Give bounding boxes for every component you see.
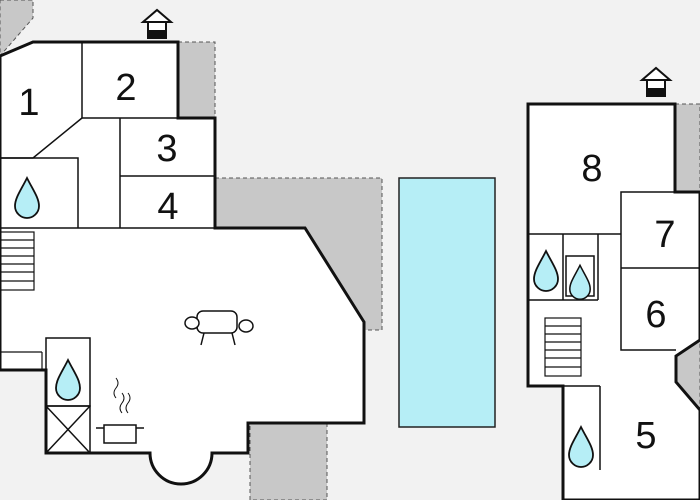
right-unit-interior-walls [528,191,700,470]
sofa-icon [184,310,254,346]
water-drop-icon [533,248,559,292]
room-7-label: 7 [654,214,675,256]
terrace-right-top [674,103,700,193]
left-unit [0,8,366,486]
room-6-label: 6 [645,294,666,336]
right-unit-outline [526,102,700,500]
left-unit-outline [0,40,366,486]
water-drop-icon [14,175,40,219]
house-entrance-icon [639,66,673,97]
left-unit-interior-walls [0,42,215,229]
water-drop-icon [568,424,594,468]
terrace-right-of-living [214,177,383,331]
terrace-top-middle [177,41,216,119]
terrace-top-left [0,0,34,57]
room-3-label: 3 [156,128,177,170]
room-labels: 1 2 3 4 5 6 7 8 [18,67,675,457]
terrace-bottom-middle [249,422,328,500]
stairs-icon [0,231,35,291]
water-drop-icon [55,357,81,401]
stairs-icon [544,317,582,377]
terrace-right-middle [675,339,700,411]
room-1-label: 1 [18,82,39,124]
storage-crossed-box [45,405,91,454]
room-2-label: 2 [115,67,136,109]
left-entrance-passage [0,351,43,371]
right-unit [526,66,700,500]
water-drop-icon [569,263,591,301]
house-entrance-icon [140,8,174,39]
room-8-label: 8 [581,148,602,190]
room-4-label: 4 [157,186,178,228]
water-drops [14,175,594,468]
cooking-pot-icon [96,377,144,444]
swimming-pool [398,177,496,428]
room-5-label: 5 [635,415,656,457]
